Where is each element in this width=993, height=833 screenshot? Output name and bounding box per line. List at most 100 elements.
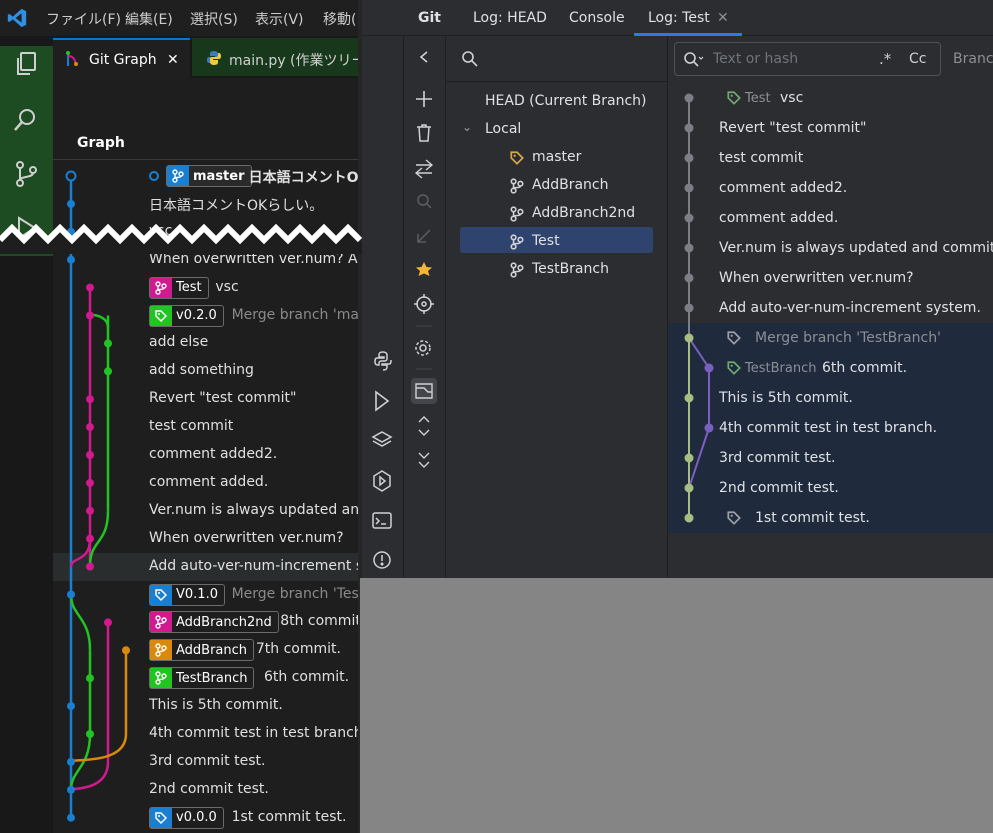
testbranch-curve — [69, 594, 92, 651]
collapse-all-icon[interactable] — [418, 452, 430, 468]
commit-message[interactable]: Merge branch 'maste — [231, 306, 360, 323]
expand-collapse-icon[interactable] — [418, 416, 430, 436]
branch-item-master[interactable]: master — [532, 149, 582, 165]
ref-badge-v0.0.0[interactable]: v0.0.0 — [149, 806, 224, 829]
commit-message[interactable]: 2nd commit test. — [149, 780, 269, 797]
branch-item-addbranch[interactable]: AddBranch — [532, 177, 609, 193]
match-case-toggle[interactable]: Cc — [909, 51, 927, 67]
log-commit-message[interactable]: test commit — [719, 150, 804, 166]
log-commit-message[interactable]: 6th commit. — [822, 360, 908, 376]
tab-git[interactable]: Git — [418, 10, 441, 26]
tab-log-test-close-icon[interactable]: ✕ — [717, 10, 729, 26]
log-commit-message[interactable]: comment added. — [719, 210, 839, 226]
problems-icon[interactable] — [373, 551, 391, 569]
python-console-icon[interactable] — [374, 351, 392, 371]
commit-message[interactable]: 日本語コメントOKらしい。 — [149, 197, 324, 214]
branch-item-testbranch[interactable]: TestBranch — [532, 261, 609, 277]
commit-message[interactable]: When overwritten ver.num? Add — [149, 250, 360, 267]
terminal-icon[interactable] — [372, 512, 392, 529]
commit-message[interactable]: Add auto-ver-num-increment sy — [149, 557, 360, 574]
log-commit-message[interactable]: Revert "test commit" — [719, 120, 867, 136]
commit-message[interactable]: test commit — [149, 418, 234, 435]
tab-close-icon[interactable]: ✕ — [167, 52, 179, 68]
run-icon[interactable] — [375, 390, 390, 412]
log-commit-message[interactable]: 4th commit test in test branch. — [719, 420, 938, 436]
commit-message[interactable]: This is 5th commit. — [149, 697, 283, 714]
explorer-icon[interactable] — [12, 50, 40, 78]
search-history-icon[interactable] — [683, 51, 705, 69]
log-commit-message[interactable]: When overwritten ver.num? — [719, 270, 914, 286]
delete-icon[interactable] — [417, 124, 431, 142]
menu-selection[interactable]: 選択(S) — [190, 12, 238, 28]
branch-search-bar[interactable] — [446, 36, 668, 82]
ref-badge-v0.2.0[interactable]: v0.2.0 — [149, 304, 224, 327]
settings-icon[interactable] — [415, 340, 431, 356]
commit-message[interactable]: vsc — [215, 278, 239, 295]
ref-badge-master[interactable]: master — [166, 165, 252, 187]
commit-dot — [86, 730, 94, 738]
branch-item-addbranch2nd[interactable]: AddBranch2nd — [532, 205, 636, 221]
commit-message[interactable]: Revert "test commit" — [149, 390, 297, 407]
layers-icon[interactable] — [371, 431, 393, 447]
branch-group-local[interactable]: Local — [485, 121, 522, 137]
commit-dot — [86, 311, 94, 320]
commit-message[interactable]: 1st commit test. — [231, 808, 347, 825]
commit-message[interactable]: 7th commit. — [255, 641, 341, 658]
chevron-down-icon[interactable]: ⌄ — [462, 120, 473, 134]
commit-message[interactable]: 8th commit — [280, 613, 360, 630]
log-search-field[interactable]: Text or hash .* Cc — [674, 42, 941, 76]
ref-badge-test[interactable]: Test — [149, 276, 209, 299]
navigate-icon[interactable] — [414, 294, 434, 314]
log-commit-message[interactable]: vsc — [780, 90, 804, 106]
tab-git-graph[interactable]: Git Graph ✕ — [53, 38, 190, 78]
commit-dot — [86, 506, 94, 515]
menu-file[interactable]: ファイル(F) — [46, 12, 121, 28]
menu-edit[interactable]: 編集(E) — [125, 12, 173, 28]
menu-go[interactable]: 移動( — [323, 12, 357, 28]
commit-message[interactable]: Merge branch 'TestB — [231, 585, 360, 602]
collapse-icon[interactable] — [419, 51, 428, 63]
tab-log-head[interactable]: Log: HEAD — [473, 10, 547, 26]
ref-badge-addbranch[interactable]: AddBranch — [149, 639, 255, 662]
services-icon[interactable] — [373, 470, 391, 492]
log-commit-message[interactable]: 2nd commit test. — [719, 480, 839, 496]
branch-filter[interactable]: Branc — [953, 51, 993, 67]
commit-message[interactable]: add something — [149, 362, 254, 379]
tab-main-py[interactable]: main.py (作業ツリー) — [192, 38, 360, 76]
graph-options-icon[interactable] — [415, 383, 433, 399]
tab-log-test[interactable]: Log: Test — [648, 10, 710, 26]
commit-message[interactable]: 3rd commit test. — [149, 752, 266, 769]
favorite-icon[interactable] — [416, 262, 432, 276]
branch-search-icon[interactable] — [461, 50, 479, 68]
log-commit-message[interactable]: Ver.num is always updated and commit. — [719, 240, 993, 256]
commit-message[interactable]: 日本語コメントO — [248, 170, 359, 186]
log-commit-message[interactable]: 3rd commit test. — [719, 450, 836, 466]
commit-message[interactable]: 6th commit. — [264, 669, 350, 686]
commit-message[interactable]: When overwritten ver.num? — [149, 529, 344, 546]
ref-badge-testbranch[interactable]: TestBranch — [149, 667, 255, 690]
ref-badge-v0.1.0[interactable]: V0.1.0 — [149, 583, 225, 606]
commit-message[interactable]: comment added2. — [149, 446, 278, 462]
new-branch-icon[interactable] — [416, 91, 432, 107]
search-icon[interactable] — [12, 106, 40, 134]
tag-icon — [155, 588, 168, 601]
ref-badge-addbranch2nd[interactable]: AddBranch2nd — [149, 611, 279, 634]
green-join — [88, 510, 110, 567]
commit-message[interactable]: comment added. — [149, 473, 269, 490]
commit-message[interactable]: add else — [149, 334, 209, 351]
compare-icon[interactable] — [414, 159, 434, 179]
log-commit-message[interactable]: 1st commit test. — [755, 510, 870, 526]
tab-console[interactable]: Console — [569, 10, 625, 26]
regex-toggle[interactable]: .* — [879, 50, 892, 68]
branch-head[interactable]: HEAD (Current Branch) — [485, 93, 647, 109]
log-commit-message[interactable]: This is 5th commit. — [719, 390, 853, 406]
commit-message[interactable]: 4th commit test in test branch. — [149, 725, 360, 741]
log-commit-message[interactable]: Merge branch 'TestBranch' — [755, 330, 941, 346]
branch-selection-highlight — [460, 227, 653, 253]
log-commit-message[interactable]: comment added2. — [719, 180, 848, 196]
log-commit-message[interactable]: Add auto-ver-num-increment system. — [719, 300, 981, 316]
menu-view[interactable]: 表示(V) — [255, 12, 304, 28]
branch-item-test[interactable]: Test — [532, 233, 560, 249]
source-control-icon[interactable] — [12, 160, 40, 188]
commit-message[interactable]: Ver.num is always updated and — [149, 501, 360, 518]
